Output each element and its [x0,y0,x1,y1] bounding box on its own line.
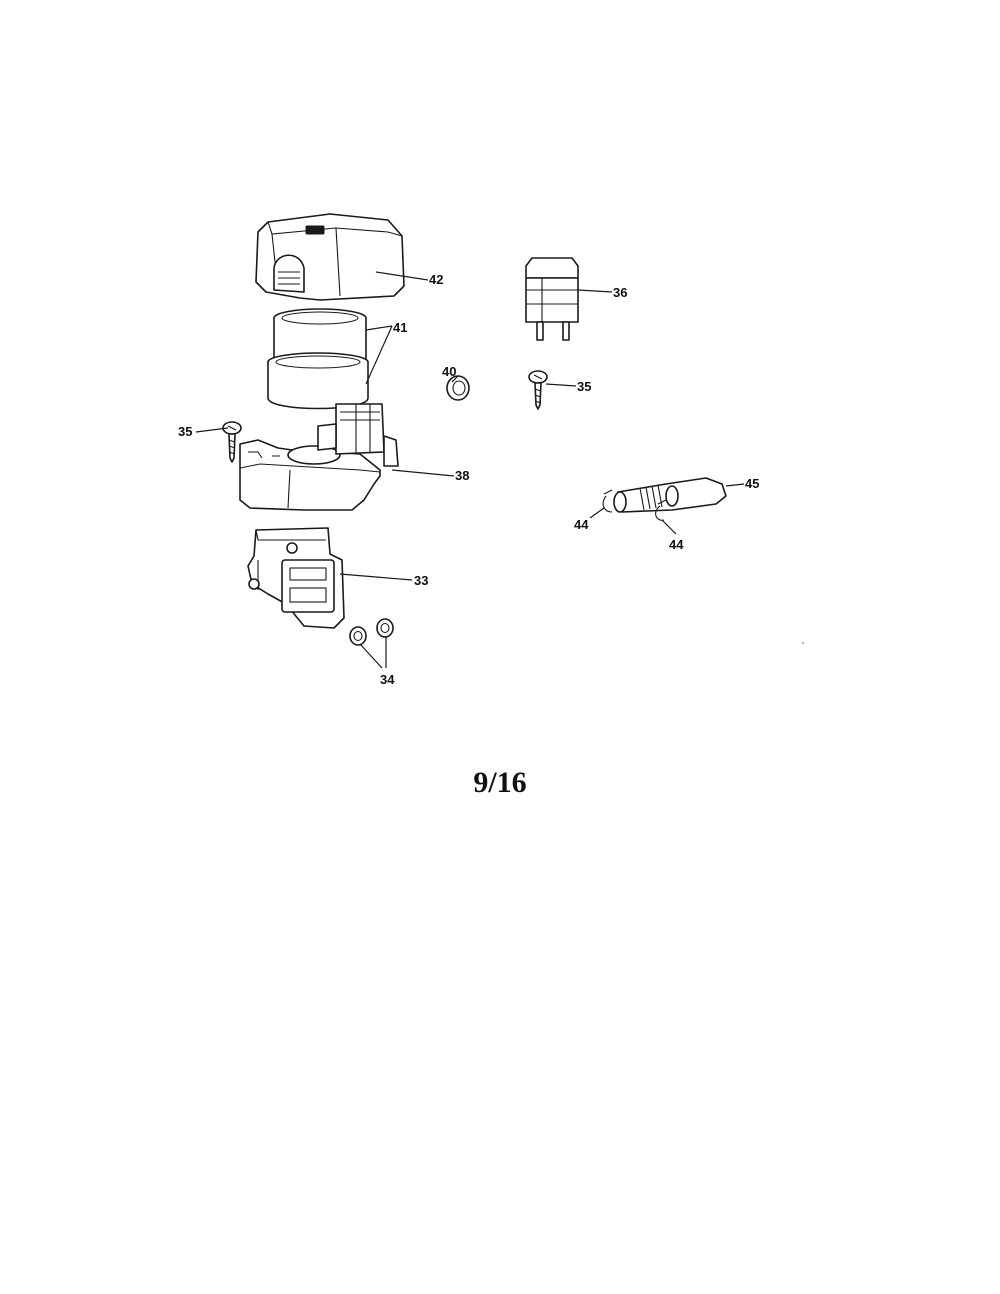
callout-40: 40 [442,364,456,379]
callout-33: 33 [414,573,428,588]
stray-mark [802,642,804,644]
part-33-elbow-housing [247,527,345,629]
part-44-clamp-left [602,489,613,513]
callout-34: 34 [380,672,395,687]
leader-lines [195,271,745,669]
part-45-hose [613,477,727,513]
callout-45: 45 [745,476,759,491]
part-38-base [239,403,399,511]
part-34-nuts [349,618,394,646]
callout-42: 42 [429,272,443,287]
part-35-screw-right [528,370,548,410]
part-36-switch [525,257,579,341]
callout-44-right: 44 [669,537,684,552]
callout-38: 38 [455,468,469,483]
part-40-grommet [446,375,470,401]
part-35-screw-left [222,421,242,463]
part-41-filter-elements [267,308,369,410]
callout-44-left: 44 [574,517,589,532]
part-42-cover [255,213,405,301]
callout-36: 36 [613,285,627,300]
callout-35-right: 35 [577,379,591,394]
callout-35-left: 35 [178,424,192,439]
callout-41: 41 [393,320,407,335]
page-number: 9/16 [473,766,527,799]
